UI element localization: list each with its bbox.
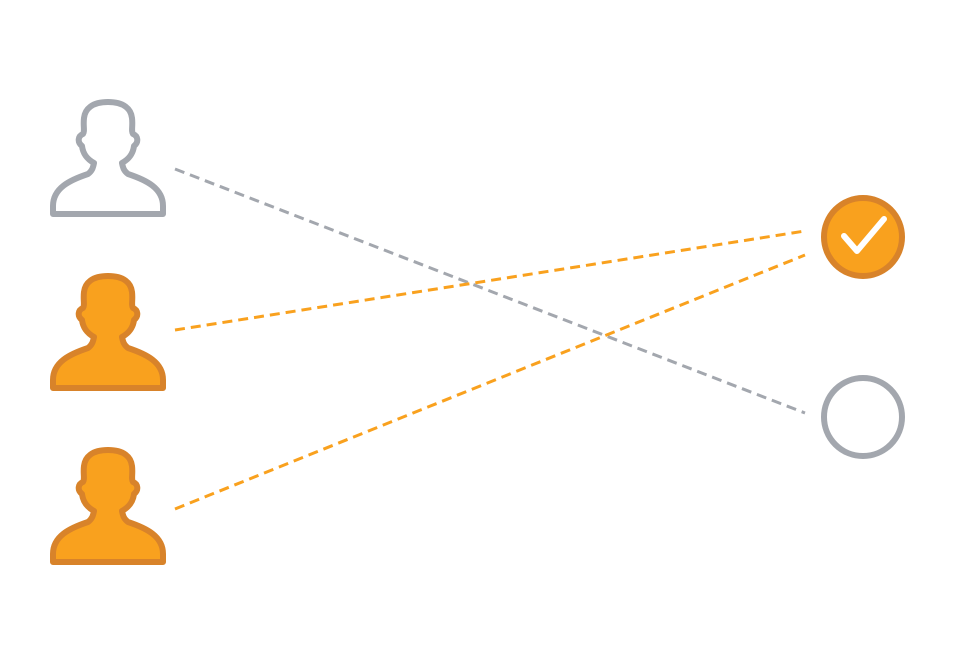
people-column: [53, 102, 163, 562]
person-filled-icon[interactable]: [53, 276, 163, 388]
check-mark-icon: [841, 216, 887, 254]
connection-line-orange: [174, 253, 806, 511]
empty-circle-icon[interactable]: [821, 375, 905, 459]
connection-line-gray: [174, 167, 806, 415]
person-outline-icon[interactable]: [53, 102, 163, 214]
person-filled-icon[interactable]: [53, 450, 163, 562]
check-circle-icon[interactable]: [821, 195, 905, 279]
connection-line-orange: [174, 229, 806, 332]
targets-column: [821, 195, 905, 459]
connection-lines: [174, 167, 806, 511]
